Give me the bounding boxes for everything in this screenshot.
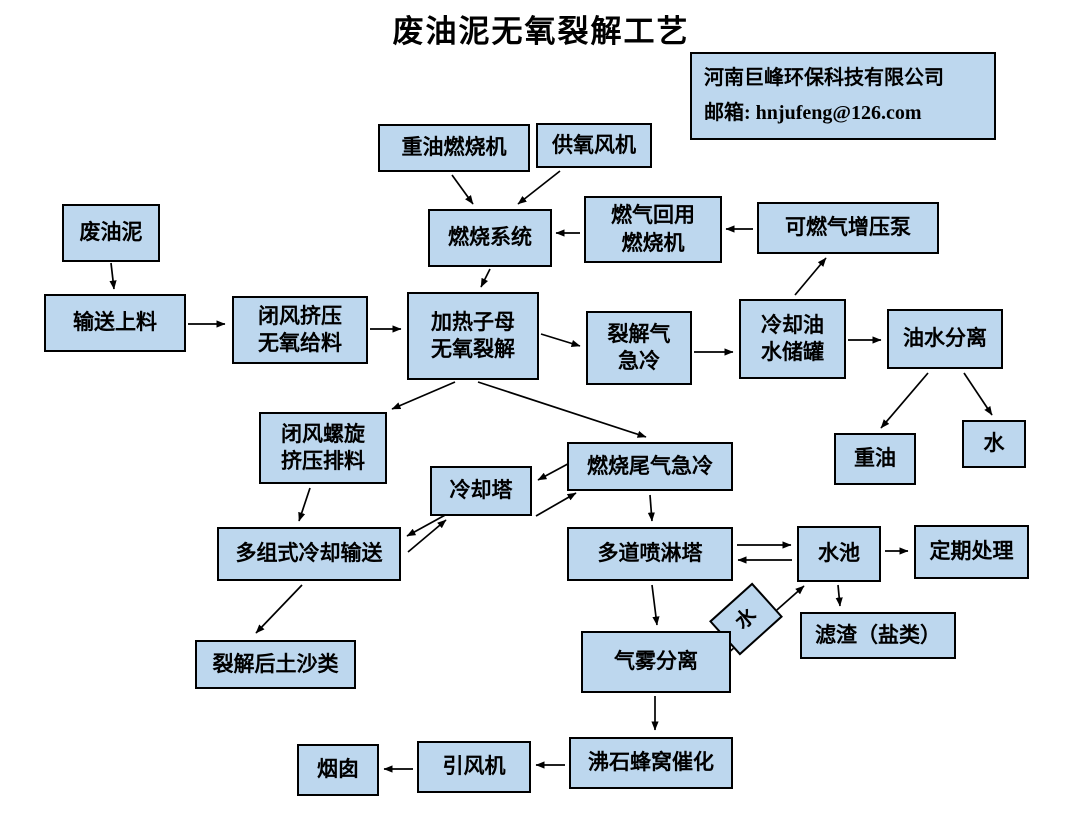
node-airlock-screw-discharge: 闭风螺旋 挤压排料 xyxy=(259,412,387,484)
node-label: 燃烧机 xyxy=(621,230,685,255)
node-induced-draft-fan: 引风机 xyxy=(417,741,531,793)
node-heavy-oil-burner: 重油燃烧机 xyxy=(378,124,530,172)
arrow-combustion-to-pyrolysis xyxy=(480,268,491,288)
node-label: 油水分离 xyxy=(903,326,987,351)
node-flue-gas-quench: 燃烧尾气急冷 xyxy=(567,442,733,491)
node-label: 水池 xyxy=(818,541,860,566)
node-label: 闭风挤压 xyxy=(258,303,342,328)
node-conveying-feed: 输送上料 xyxy=(44,294,186,352)
arrow-separation-to-heavyoil xyxy=(880,372,929,429)
node-gas-booster-pump: 可燃气增压泵 xyxy=(757,202,939,254)
node-label: 燃烧系统 xyxy=(448,225,532,250)
node-cooling-tower: 冷却塔 xyxy=(430,466,532,516)
node-label: 引风机 xyxy=(442,754,506,779)
node-label: 沸石蜂窝催化 xyxy=(588,750,714,775)
node-label: 定期处理 xyxy=(929,539,1014,564)
node-multi-spray-tower: 多道喷淋塔 xyxy=(567,527,733,581)
arrow-fan-to-combustion xyxy=(517,170,561,205)
node-label: 水 xyxy=(731,604,761,634)
node-label: 气雾分离 xyxy=(614,649,698,674)
node-label: 输送上料 xyxy=(73,310,157,335)
company-email: 邮箱: hnjufeng@126.com xyxy=(704,102,922,124)
node-heavy-oil: 重油 xyxy=(834,433,916,485)
node-combustion-system: 燃烧系统 xyxy=(428,209,552,267)
arrow-burner-to-combustion xyxy=(451,174,474,205)
arrow-waste-to-convey xyxy=(109,262,117,290)
arrow-separation-to-water xyxy=(963,372,993,416)
node-label: 裂解气 xyxy=(607,321,671,346)
node-label: 无氧给料 xyxy=(258,331,342,355)
node-label: 无氧裂解 xyxy=(431,337,515,361)
arrow-multigroup-to-coolingtower xyxy=(407,519,447,553)
node-label: 燃烧尾气急冷 xyxy=(587,453,713,478)
node-filter-residue: 滤渣（盐类） xyxy=(800,612,956,659)
node-zeolite-catalysis: 沸石蜂窝催化 xyxy=(569,737,733,789)
node-label: 闭风螺旋 xyxy=(281,421,365,446)
node-label: 燃气回用 xyxy=(611,203,695,228)
arrow-spray-to-mist xyxy=(651,584,660,626)
node-label: 急冷 xyxy=(618,349,660,373)
node-pyrolysis-gas-quench: 裂解气 急冷 xyxy=(586,311,692,385)
arrow-fluegas-to-spray xyxy=(647,494,655,522)
node-label: 加热子母 xyxy=(431,309,515,334)
arrow-pyrolysis-to-fluegas-quench xyxy=(477,381,647,438)
arrow-screw-to-multigroup xyxy=(298,487,311,522)
arrow-multigroup-to-soil xyxy=(255,584,303,634)
node-label: 烟囱 xyxy=(317,757,359,782)
node-label: 供氧风机 xyxy=(552,132,636,157)
node-waste-oil-sludge: 废油泥 xyxy=(62,204,160,262)
company-name: 河南巨峰环保科技有限公司 xyxy=(704,67,944,89)
node-label: 可燃气增压泵 xyxy=(785,215,911,240)
node-label: 滤渣（盐类） xyxy=(815,622,941,647)
node-gas-mist-separation: 气雾分离 xyxy=(581,631,731,693)
node-label: 水 xyxy=(983,431,1005,456)
node-label: 重油燃烧机 xyxy=(401,135,507,160)
node-oxygen-fan: 供氧风机 xyxy=(536,123,652,168)
node-oil-water-separation: 油水分离 xyxy=(887,309,1003,369)
arrow-pyrolysis-to-screw-discharge xyxy=(391,381,456,410)
node-chimney: 烟囱 xyxy=(297,744,379,796)
node-periodic-treatment: 定期处理 xyxy=(914,525,1029,579)
node-pyrolyzed-soil: 裂解后土沙类 xyxy=(195,640,356,689)
node-label: 重油 xyxy=(854,446,896,471)
page-title: 废油泥无氧裂解工艺 xyxy=(392,14,690,49)
node-heating-pyrolysis: 加热子母 无氧裂解 xyxy=(407,292,539,380)
node-label: 多组式冷却输送 xyxy=(235,541,383,566)
node-multi-group-cooling-conveyor: 多组式冷却输送 xyxy=(217,527,401,581)
node-label: 冷却塔 xyxy=(449,478,513,503)
arrow-pyrolysis-to-quench xyxy=(540,333,581,347)
arrow-coolingtower-to-fluegas xyxy=(535,492,577,517)
arrow-tank-to-pump xyxy=(794,257,827,296)
company-info-box: 河南巨峰环保科技有限公司 邮箱: hnjufeng@126.com xyxy=(690,52,996,140)
node-label: 废油泥 xyxy=(79,220,143,245)
node-water-pool: 水池 xyxy=(797,526,881,582)
node-label: 冷却油 xyxy=(761,312,824,337)
node-label: 多道喷淋塔 xyxy=(597,541,703,566)
node-label: 挤压排料 xyxy=(281,449,365,473)
arrow-pool-to-residue xyxy=(835,584,843,607)
node-label: 水储罐 xyxy=(761,340,824,364)
node-cooling-oil-water-tank: 冷却油 水储罐 xyxy=(739,299,846,379)
node-water: 水 xyxy=(962,420,1026,468)
node-gas-reuse-burner: 燃气回用 燃烧机 xyxy=(584,196,722,263)
node-airlock-extrude-feed: 闭风挤压 无氧给料 xyxy=(232,296,368,364)
node-label: 裂解后土沙类 xyxy=(212,651,339,676)
